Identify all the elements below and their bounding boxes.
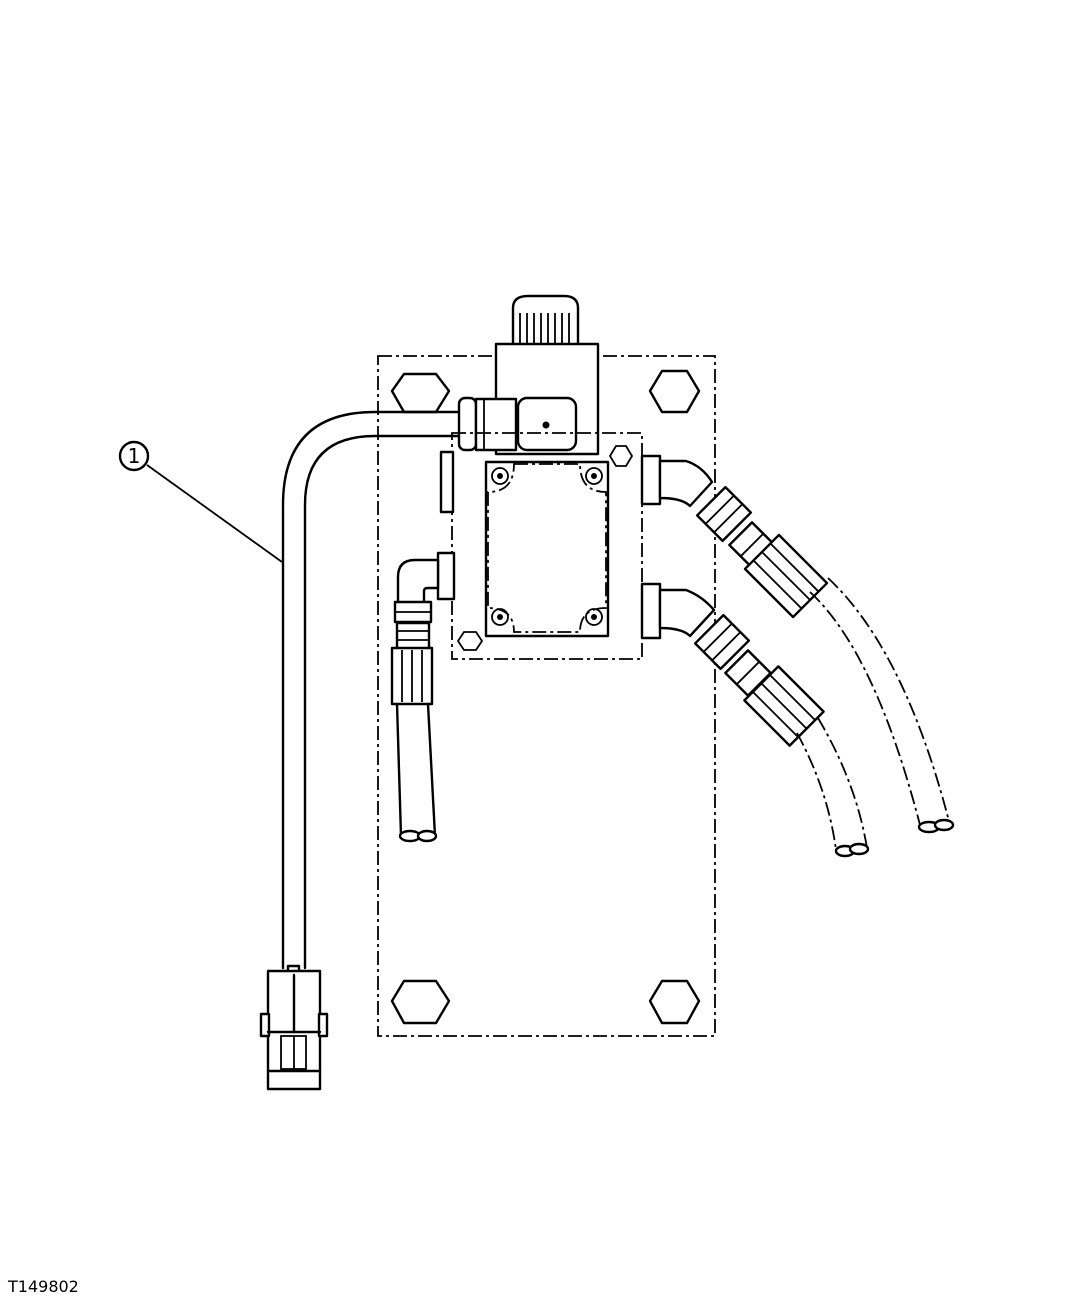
- lower-right-fitting: [640, 582, 772, 697]
- callout-1: 1: [118, 440, 283, 563]
- figure-id-label: T149802: [8, 1277, 79, 1296]
- harness-connector: [259, 969, 329, 1091]
- left-elbow-fitting: [393, 551, 456, 624]
- mounting-bolt-top-left: [390, 372, 451, 414]
- coil-connector-plug: [457, 396, 578, 452]
- mounting-bolt-top-right: [648, 369, 701, 414]
- left-hose: [390, 621, 438, 843]
- mounting-bolt-bottom-left: [390, 979, 451, 1025]
- valve-body: [439, 432, 643, 660]
- wiring-harness: [281, 410, 464, 976]
- upper-right-hose: [743, 533, 955, 834]
- mounting-bolt-bottom-right: [648, 979, 701, 1025]
- lower-right-hose: [743, 665, 870, 858]
- callout-1-label: 1: [128, 444, 141, 468]
- upper-right-fitting: [640, 454, 776, 569]
